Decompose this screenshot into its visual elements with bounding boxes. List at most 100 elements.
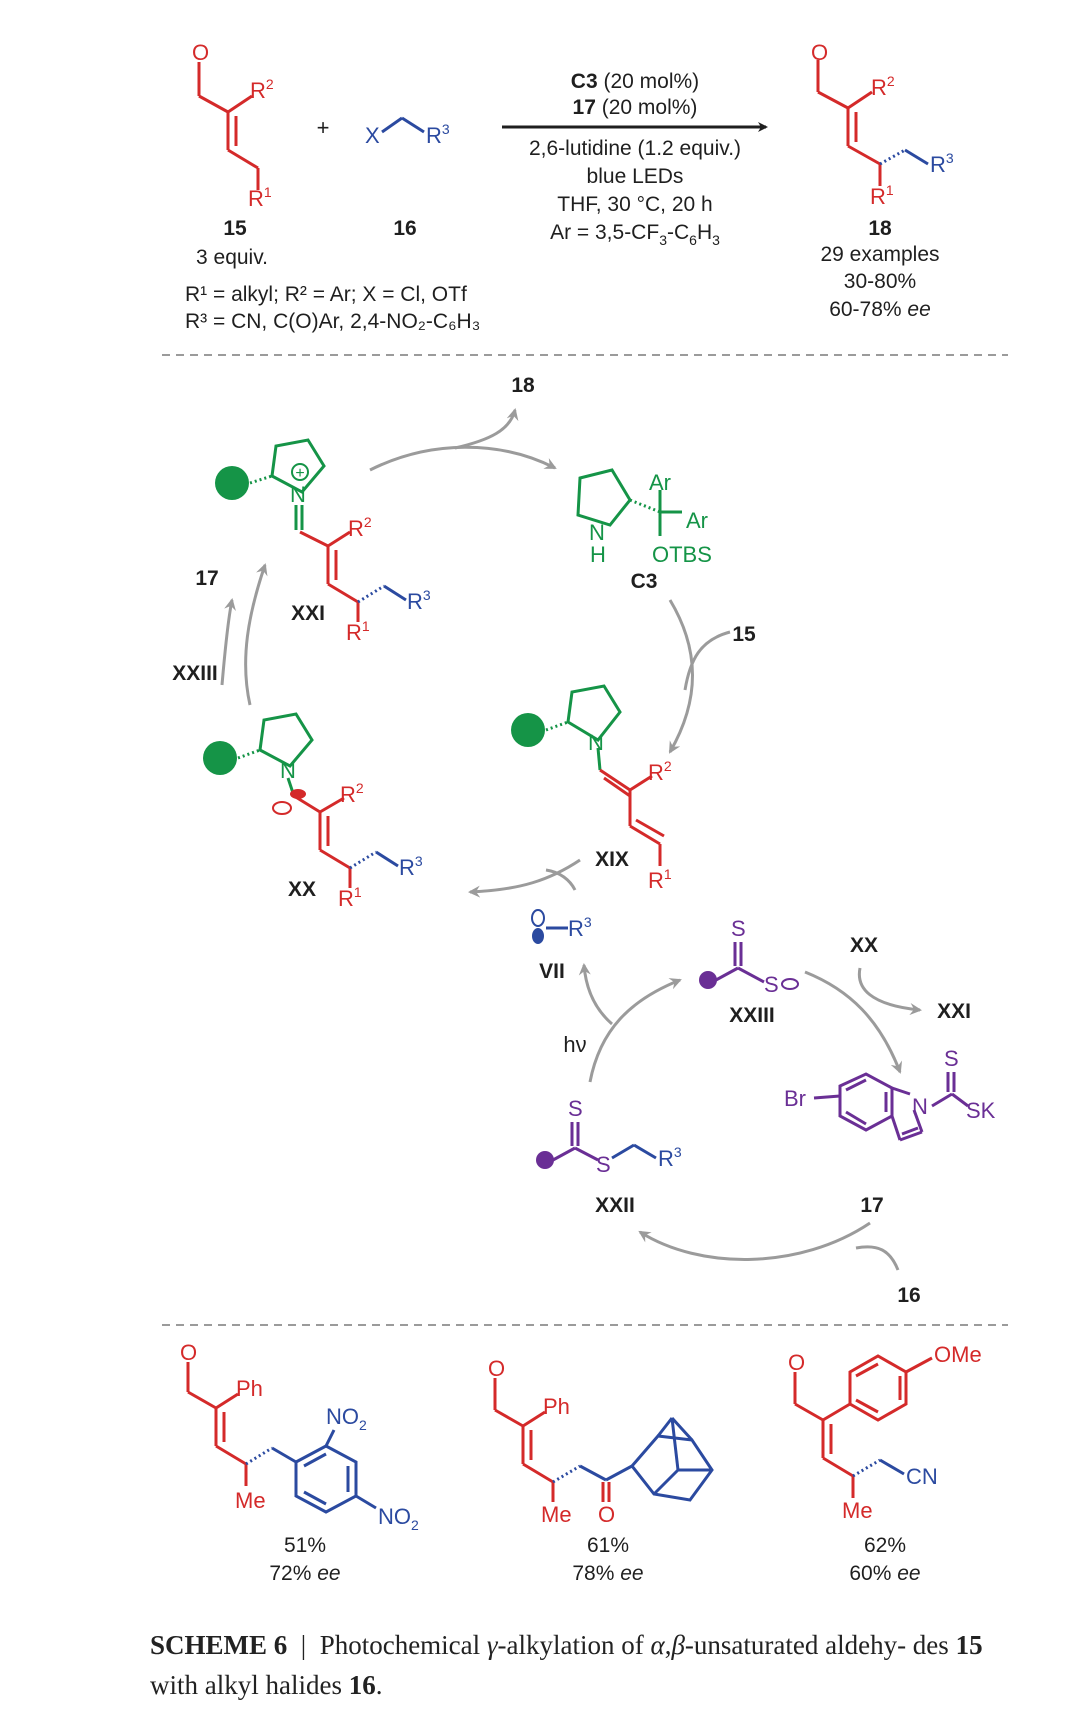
examples-count: 29 examples: [820, 243, 939, 266]
example-2-structure: [493, 1378, 714, 1502]
atom-N: N: [589, 520, 605, 545]
atom-CN: CN: [906, 1464, 938, 1489]
atom-S: S: [596, 1152, 611, 1177]
cycle-substrate-16: 16: [897, 1284, 920, 1307]
catalyst-support-dot: [511, 713, 545, 747]
atom-R1: R1: [870, 182, 894, 209]
atom-Ar: Ar: [686, 508, 708, 533]
example-1-structure: [186, 1362, 377, 1514]
atom-R3: R3: [930, 150, 954, 177]
compound-16-label: 16: [393, 217, 416, 240]
cycle-arrows: [220, 408, 922, 1271]
atom-R2: R2: [340, 780, 364, 807]
condition-ar-definition: Ar = 3,5-CF3-C6H3: [550, 221, 720, 248]
intermediate-xix-structure: [545, 684, 665, 866]
radical-orbital-icon: [532, 928, 544, 944]
caption-compound-15: 15: [955, 1630, 983, 1660]
acyl-group-dot: [536, 1151, 554, 1169]
caption-gamma: γ: [486, 1630, 498, 1660]
intermediate-xxi-structure: [249, 438, 407, 622]
caption-text-3: -unsaturated aldehy- des: [684, 1630, 956, 1660]
atom-O: O: [488, 1356, 505, 1381]
example-3-ee: 60% ee: [849, 1562, 920, 1585]
xxii-label: XXII: [595, 1194, 635, 1217]
intermediate-xx-label: XX: [288, 878, 316, 901]
cycle-product-18: 18: [511, 374, 535, 397]
cycle-xxi-out: XXI: [937, 1000, 971, 1023]
acyl-group-dot: [699, 971, 717, 989]
intermediate-xx-structure: [237, 712, 399, 888]
condition-17: 17 (20 mol%): [573, 96, 698, 119]
radical-orbital-icon: [272, 801, 292, 815]
atom-R3: R3: [658, 1144, 682, 1171]
atom-O: O: [598, 1502, 615, 1527]
caption-separator: |: [300, 1630, 307, 1660]
radical-orbital-icon: [290, 789, 306, 799]
hash-bond: [879, 148, 906, 166]
atom-S: S: [764, 972, 779, 997]
atom-S: S: [731, 916, 746, 941]
radical-orbital-icon: [781, 978, 799, 990]
compound-18-label: 18: [868, 217, 892, 240]
atom-Ph: Ph: [236, 1376, 263, 1401]
yield-range: 30-80%: [844, 270, 916, 293]
top-reaction: O R2 R1 15 3 equiv. + X R3 16 C3 (20 mol…: [185, 40, 954, 333]
compound-18-structure: [816, 60, 882, 186]
atom-NH: H: [590, 542, 606, 567]
xxiii-label: XXIII: [729, 1004, 775, 1027]
atom-NO2: NO2: [378, 1504, 419, 1533]
atom-S: S: [944, 1046, 959, 1071]
atom-N: N: [280, 758, 296, 783]
condition-solvent: THF, 30 °C, 20 h: [557, 193, 712, 216]
atom-Me: Me: [541, 1502, 572, 1527]
catalyst-c3-label: C3: [631, 570, 658, 593]
atom-R1: R1: [648, 866, 672, 893]
example-2-yield: 61%: [587, 1534, 629, 1557]
atom-Me: Me: [235, 1488, 266, 1513]
caption-beta: β: [671, 1630, 685, 1660]
example-1-ee: 72% ee: [269, 1562, 340, 1585]
caption-comma: ,: [664, 1630, 672, 1660]
catalyst-c3-structure: [576, 468, 682, 536]
atom-Me: Me: [842, 1498, 873, 1523]
example-products: O Ph Me NO2 NO2 51% 72% ee O: [180, 1340, 982, 1585]
ee-range: 60-78% ee: [829, 298, 931, 321]
compound-15-label: 15: [223, 217, 247, 240]
atom-OMe: OMe: [934, 1342, 982, 1367]
radical-vii-label: VII: [539, 960, 565, 983]
caption-scheme-number: SCHEME 6: [150, 1630, 288, 1660]
atom-R2: R2: [348, 514, 372, 541]
caption-period: .: [375, 1670, 383, 1700]
caption-text-4: with alkyl halides: [150, 1670, 349, 1700]
xxiii-structure: [715, 942, 765, 984]
radical-orbital-icon: [531, 909, 545, 927]
catalyst-17-structure: [813, 1072, 969, 1142]
atom-Ph: Ph: [543, 1394, 570, 1419]
ch2-bond: [904, 148, 929, 166]
scheme-caption: SCHEME 6 | Photochemical γ-alkylation of…: [150, 1625, 1030, 1705]
atom-OTBS: OTBS: [652, 542, 712, 567]
intermediate-xxi-label: XXI: [291, 602, 325, 625]
plus-charge: +: [295, 465, 304, 482]
atom-N: N: [588, 730, 604, 755]
example-2-ee: 78% ee: [572, 1562, 643, 1585]
cycle-xx-in: XX: [850, 934, 878, 957]
compound-16-structure: [381, 116, 425, 134]
atom-O: O: [811, 40, 828, 65]
condition-c3: C3 (20 mol%): [571, 70, 699, 93]
atom-S: S: [568, 1096, 583, 1121]
catalyst-support-dot: [215, 466, 249, 500]
atom-R3: R3: [568, 914, 592, 941]
atom-R2: R2: [871, 73, 895, 100]
caption-alpha: α: [650, 1630, 665, 1660]
cycle-catalyst-17-out: 17: [195, 567, 218, 590]
atom-Br: Br: [784, 1086, 806, 1111]
atom-R3: R3: [407, 587, 431, 614]
atom-R1: R1: [346, 618, 370, 645]
light-hv: hν: [563, 1032, 586, 1057]
compound-15-equiv: 3 equiv.: [196, 246, 268, 269]
atom-R2: R2: [250, 76, 274, 103]
atom-NO2: NO2: [326, 1404, 367, 1433]
intermediate-xix-label: XIX: [595, 848, 629, 871]
example-3-yield: 62%: [864, 1534, 906, 1557]
